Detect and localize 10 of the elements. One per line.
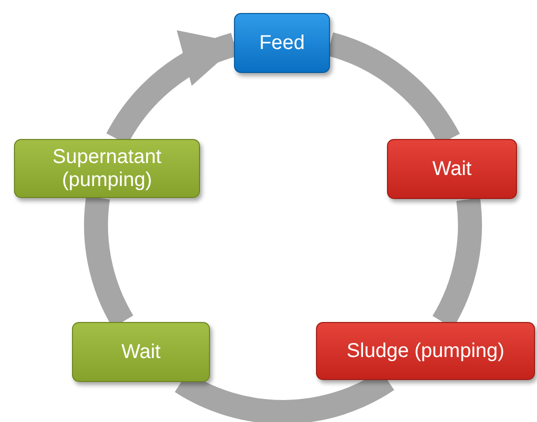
box-label: Supernatant (pumping) bbox=[52, 146, 162, 192]
process-box bbox=[72, 322, 210, 382]
process-box bbox=[316, 322, 535, 380]
box-label: Wait bbox=[120, 340, 162, 364]
box-label: Feed bbox=[258, 32, 306, 54]
process-box bbox=[234, 13, 330, 73]
box-label: Sludge (pumping) bbox=[346, 340, 506, 362]
box-label: Wait bbox=[431, 158, 473, 180]
process-box bbox=[14, 139, 200, 198]
process-box bbox=[387, 139, 517, 199]
